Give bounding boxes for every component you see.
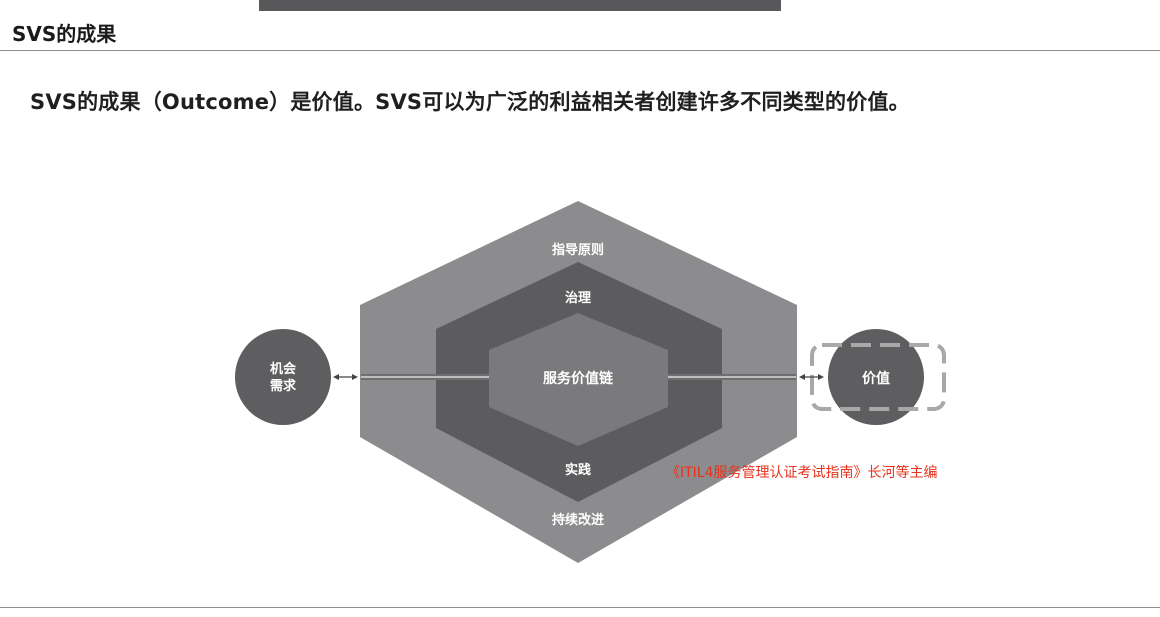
top-strip-bar: [259, 0, 781, 11]
outer-bottom-label: 持续改进: [552, 512, 604, 528]
title-divider: [0, 50, 1160, 51]
slide-title: SVS的成果: [12, 22, 117, 46]
left-circle-label-line1: 机会: [270, 361, 297, 377]
citation-text: 《ITIL4服务管理认证考试指南》长河等主编: [666, 465, 938, 481]
outer-top-label: 指导原则: [552, 242, 604, 258]
middle-bottom-label: 实践: [565, 462, 591, 478]
double-arrow-icon: [333, 374, 358, 380]
double-arrow-icon: [799, 374, 824, 380]
inner-hexagon: [489, 313, 668, 446]
center-label: 服务价值链: [543, 370, 614, 387]
left-circle: [235, 329, 331, 425]
left-circle-label-line2: 需求: [270, 378, 297, 394]
right-circle-label: 价值: [862, 370, 890, 387]
headline-text: SVS的成果（Outcome）是价值。SVS可以为广泛的利益相关者创建许多不同类…: [30, 90, 910, 114]
right-circle: [828, 329, 924, 425]
middle-top-label: 治理: [565, 290, 591, 306]
bottom-divider: [0, 607, 1160, 608]
